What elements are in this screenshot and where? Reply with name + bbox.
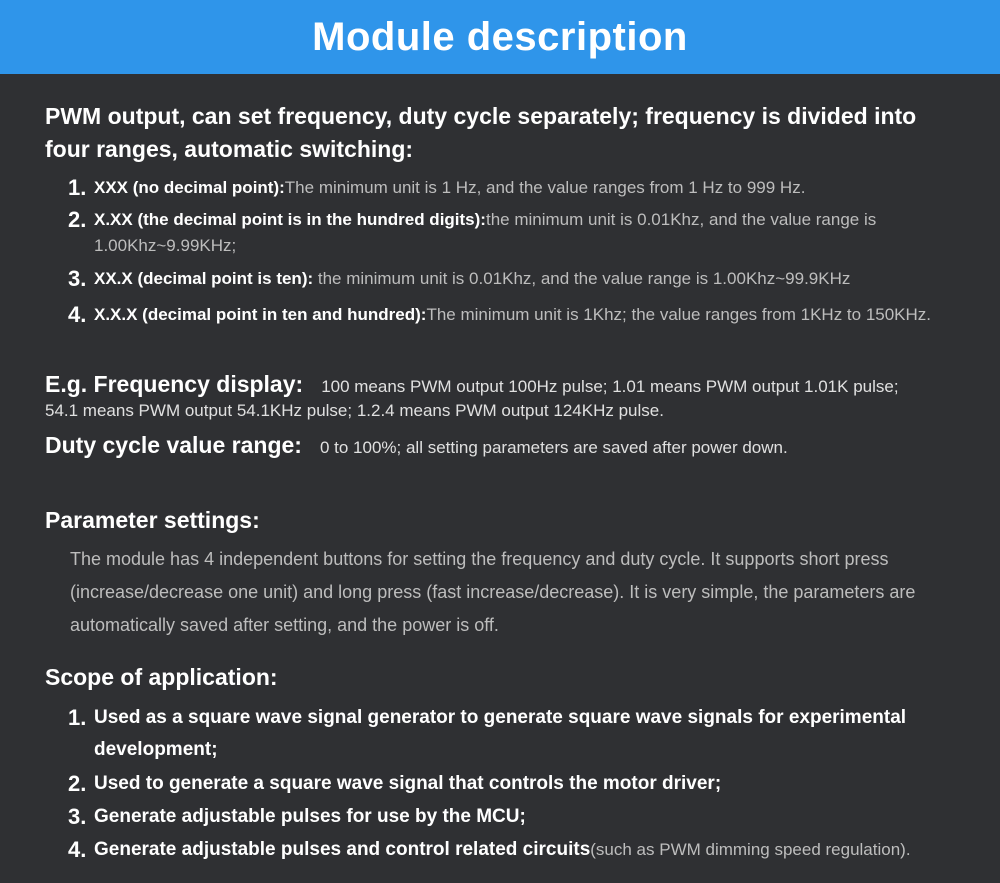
duty-label: Duty cycle value range: xyxy=(45,432,302,458)
list-item: 1. XXX (no decimal point):The minimum un… xyxy=(68,172,948,204)
range-label: XX.X (decimal point is ten): xyxy=(94,269,314,288)
scope-item-text: Used to generate a square wave signal th… xyxy=(94,773,722,794)
range-label: X.XX (the decimal point is in the hundre… xyxy=(94,210,486,229)
page-title: Module description xyxy=(312,14,688,59)
range-description: the minimum unit is 0.01Khz, and the val… xyxy=(313,269,851,288)
example-label: E.g. Frequency display: xyxy=(45,371,304,397)
list-number: 2. xyxy=(68,207,87,232)
range-description: The minimum unit is 1 Hz, and the value … xyxy=(284,178,806,197)
frequency-range-list: 1. XXX (no decimal point):The minimum un… xyxy=(68,172,948,331)
duty-text: 0 to 100%; all setting parameters are sa… xyxy=(319,438,788,457)
range-label: X.X.X (decimal point in ten and hundred)… xyxy=(94,305,427,324)
example-text: 100 means PWM output 100Hz pulse; 1.01 m… xyxy=(45,377,899,420)
duty-cycle-range: Duty cycle value range: 0 to 100%; all se… xyxy=(45,430,945,463)
scope-item-text: Used as a square wave signal generator t… xyxy=(94,707,907,760)
parameter-settings-text: The module has 4 independent buttons for… xyxy=(70,549,916,635)
list-number: 4. xyxy=(68,302,87,327)
scope-item-note: (such as PWM dimming speed regulation). xyxy=(590,840,911,859)
scope-title: Scope of application: xyxy=(45,664,278,690)
list-item: 4. Generate adjustable pulses and contro… xyxy=(68,834,948,866)
list-number: 4. xyxy=(68,837,87,862)
frequency-example: E.g. Frequency display:100 means PWM out… xyxy=(45,372,925,423)
intro-text: PWM output, can set frequency, duty cycl… xyxy=(45,103,917,162)
scope-item-text: Generate adjustable pulses and control r… xyxy=(94,839,591,860)
list-item: 2. X.XX (the decimal point is in the hun… xyxy=(68,204,948,259)
list-number: 3. xyxy=(68,804,87,829)
list-item: 1. Used as a square wave signal generato… xyxy=(68,702,948,766)
scope-item-text: Generate adjustable pulses for use by th… xyxy=(94,806,526,827)
list-item: 3. Generate adjustable pulses for use by… xyxy=(68,801,948,833)
range-description: The minimum unit is 1Khz; the value rang… xyxy=(426,305,932,324)
list-item: 3. XX.X (decimal point is ten): the mini… xyxy=(68,263,948,295)
range-label: XXX (no decimal point): xyxy=(94,178,285,197)
list-number: 1. xyxy=(68,705,87,730)
list-number: 1. xyxy=(68,175,87,200)
list-item: 2. Used to generate a square wave signal… xyxy=(68,768,948,800)
header-banner: Module description xyxy=(0,0,1000,74)
list-item: 4. X.X.X (decimal point in ten and hundr… xyxy=(68,299,948,331)
range-description: the minimum unit is 0.01Khz, and the val… xyxy=(94,210,877,255)
parameter-settings-title: Parameter settings: xyxy=(45,507,260,533)
list-number: 2. xyxy=(68,771,87,796)
list-number: 3. xyxy=(68,266,87,291)
scope-list: 1. Used as a square wave signal generato… xyxy=(68,702,948,866)
